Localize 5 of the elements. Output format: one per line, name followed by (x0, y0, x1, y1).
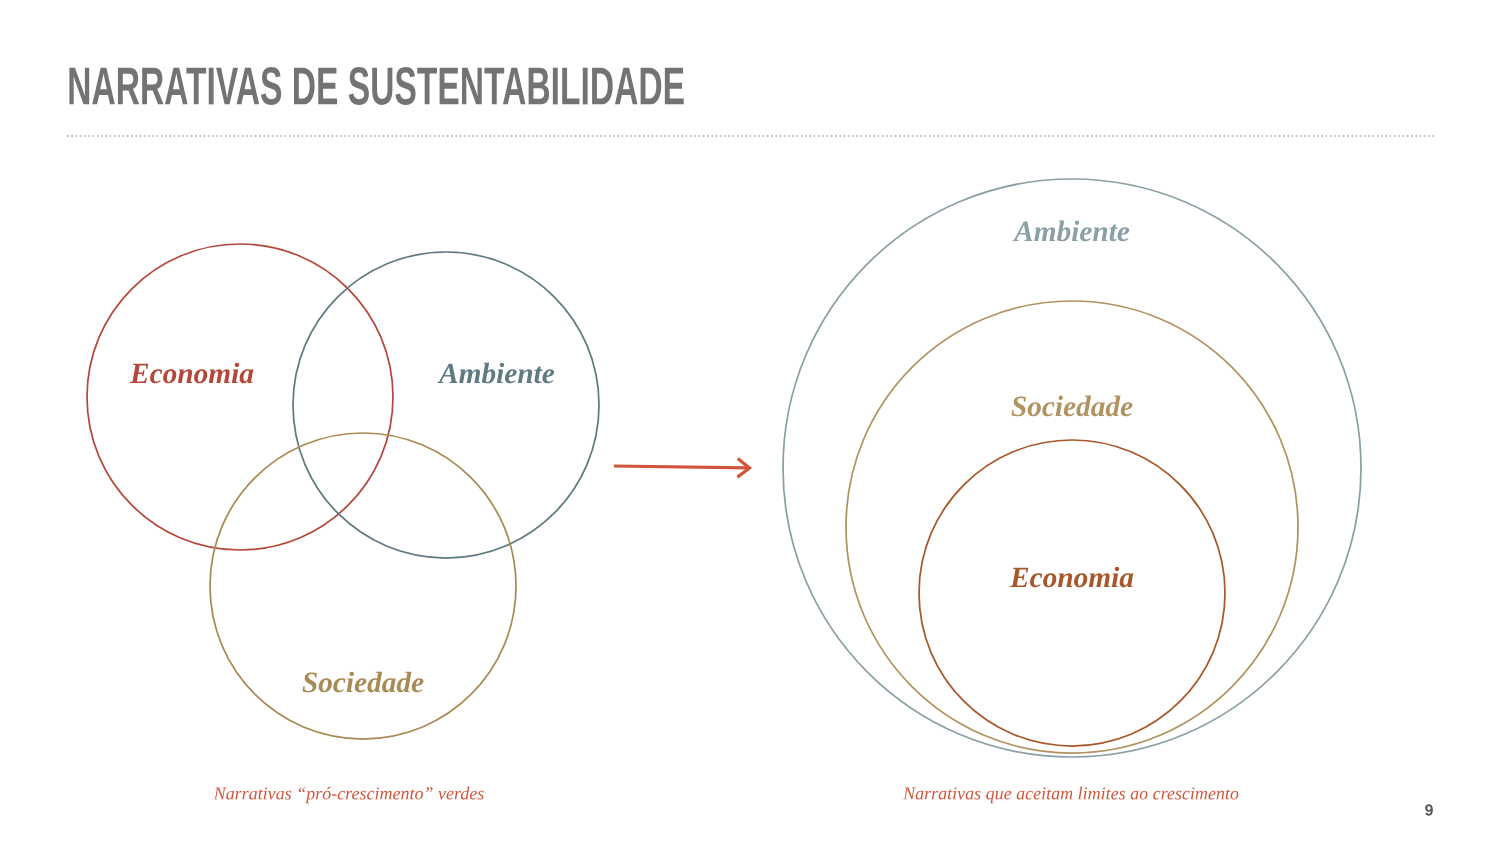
caption: Narrativas “pró-crescimento” verdes (213, 786, 484, 804)
page-number: 9 (1425, 804, 1433, 816)
arrow (613, 457, 753, 479)
caption: Narrativas que aceitam limites ao crescimento (903, 786, 1239, 804)
slide-title: NARRATIVAS DE SUSTENTABILIDADE (69, 67, 684, 105)
